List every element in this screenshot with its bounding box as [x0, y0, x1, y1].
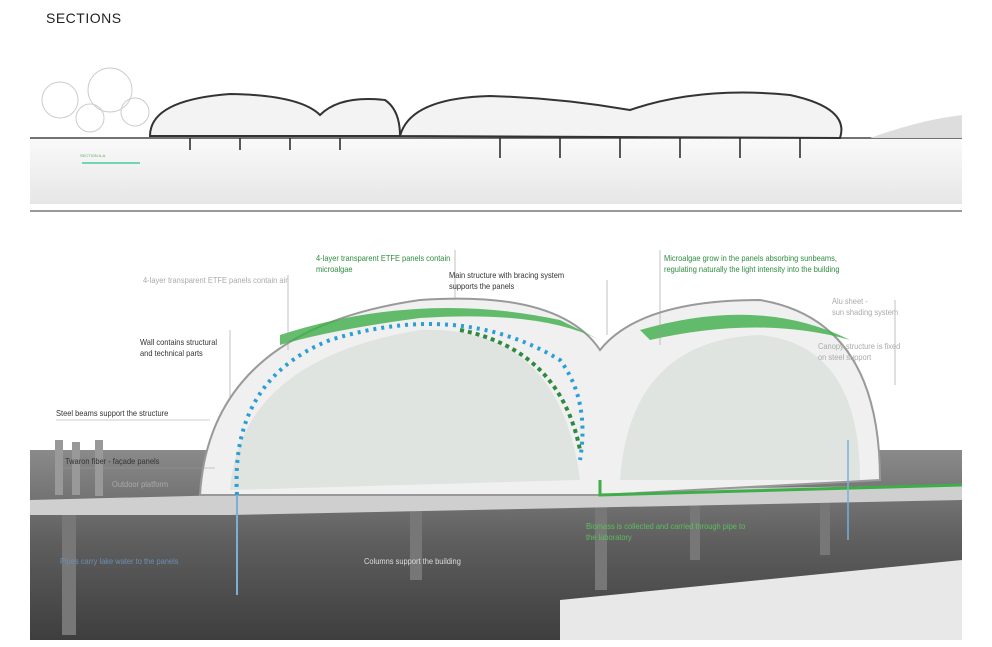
interior-left: [230, 329, 580, 490]
label-columns: Columns support the building: [364, 556, 461, 566]
perspective-section: [30, 250, 963, 640]
algae-flow-arrow: [459, 328, 582, 451]
algae-panels-right: [640, 314, 850, 340]
scale-label: SECTION A-A: [80, 153, 106, 158]
algae-panels-left: [280, 308, 600, 345]
ground-band: [30, 138, 962, 204]
section-piles: [189, 138, 801, 158]
page-title: SECTIONS: [46, 10, 122, 26]
label-twaron: Twaron fiber - façade panels: [65, 456, 160, 466]
label-etfe-air: 4-layer transparent ETFE panels contain …: [143, 275, 288, 285]
columns: [62, 500, 830, 635]
label-etfe-algae: 4-layer transparent ETFE panels contain …: [316, 253, 451, 274]
label-microalgae-grow: Microalgae grow in the panels absorbing …: [664, 253, 840, 274]
trees: [41, 67, 150, 133]
label-steel-beams: Steel beams support the structure: [56, 408, 169, 418]
biomass-pipe: [598, 480, 963, 497]
interior-right: [620, 335, 860, 480]
label-canopy: Canopy structure is fixed on steel suppo…: [818, 341, 901, 362]
label-main-structure: Main structure with bracing system suppo…: [449, 270, 565, 291]
label-wall: Wall contains structural and technical p…: [140, 337, 218, 358]
water-flow-arrow: [234, 322, 585, 496]
leader-lines: [56, 250, 896, 469]
shore: [870, 115, 962, 138]
lake-bed: [560, 560, 962, 640]
label-biomass: Biomass is collected and carried through…: [586, 521, 746, 542]
top-section: [30, 67, 962, 204]
dome-shells: [148, 91, 843, 140]
label-alu-sheet: Alu sheet - sun shading system: [832, 296, 899, 317]
label-pipes: Pipes carry lake water to the panels: [60, 556, 179, 566]
label-outdoor-platform: Outdoor platform: [112, 479, 169, 489]
